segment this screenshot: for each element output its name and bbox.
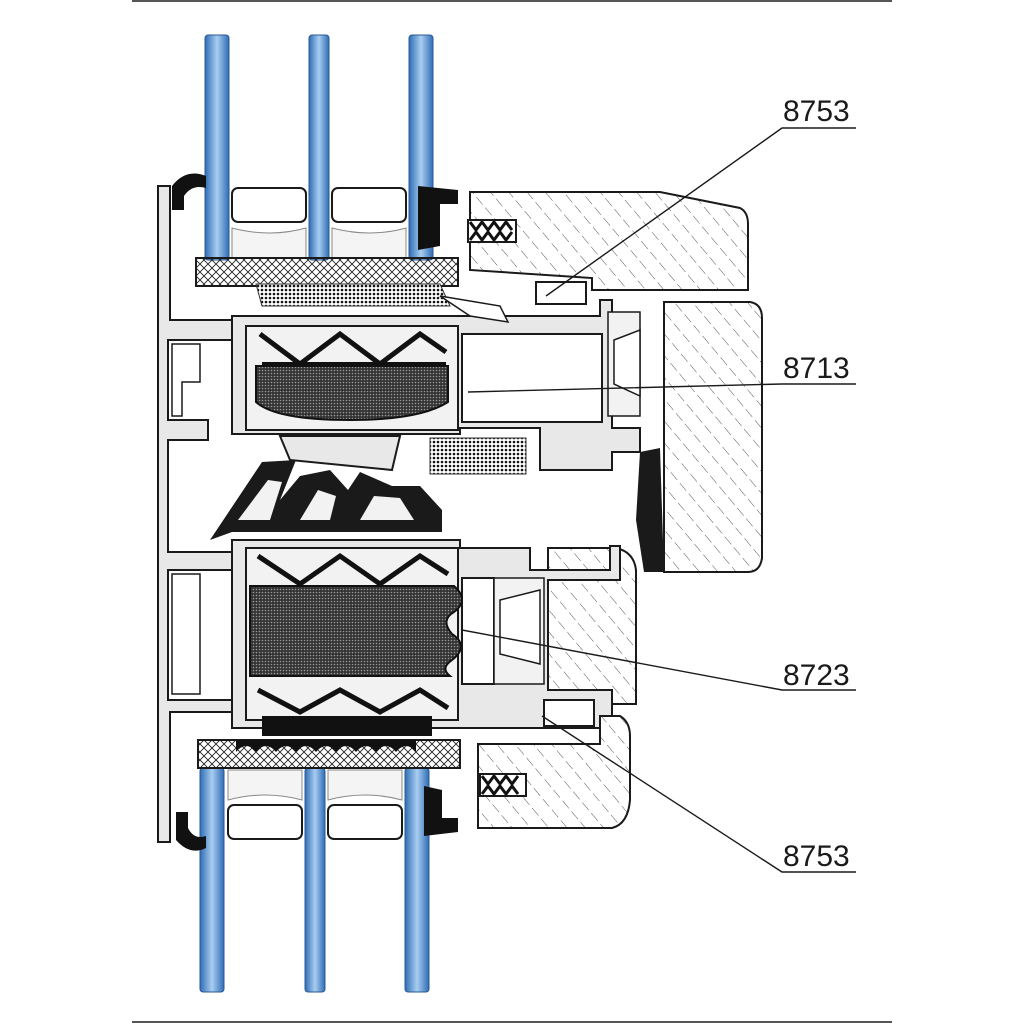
upper-anchor-plug bbox=[467, 219, 517, 243]
callout-leaders bbox=[461, 127, 856, 873]
leader-8723 bbox=[461, 629, 856, 691]
lower-insulation-core bbox=[245, 547, 463, 721]
leader-top-8753 bbox=[545, 127, 856, 297]
upper-foam-strip bbox=[255, 283, 451, 307]
glazing-gaskets bbox=[172, 173, 458, 851]
outer-frame-chamber bbox=[171, 343, 201, 417]
right-wood-cladding bbox=[663, 301, 763, 573]
upper-sash-wedge bbox=[613, 328, 641, 398]
upper-sash-chamber bbox=[461, 333, 603, 423]
upper-wood-cladding bbox=[469, 191, 749, 291]
central-bridge bbox=[278, 435, 402, 472]
leader-8713 bbox=[467, 383, 856, 393]
outer-frame-lower-chamber bbox=[171, 573, 201, 695]
lower-wood-cladding bbox=[477, 715, 631, 829]
lower-glass-spacers bbox=[227, 769, 403, 840]
right-seal-strip bbox=[636, 448, 664, 572]
lower-seal-row bbox=[262, 716, 432, 736]
upper-foam-block bbox=[429, 437, 527, 475]
lower-seal-beads bbox=[236, 740, 416, 752]
lower-sash-groove bbox=[543, 699, 595, 727]
upper-sealant-block bbox=[195, 257, 459, 287]
lower-sash-wedge bbox=[499, 589, 541, 665]
central-gasket-inner bbox=[238, 480, 414, 520]
callout-top-8753: 8753 bbox=[783, 95, 850, 128]
callout-bottom-8753: 8753 bbox=[783, 840, 850, 873]
upper-glass-spacers bbox=[231, 187, 407, 259]
upper-insulation-core bbox=[245, 325, 459, 431]
upper-glass-panes bbox=[204, 34, 434, 261]
lower-anchor-plug bbox=[479, 773, 527, 797]
lower-glass-panes bbox=[199, 767, 430, 993]
upper-groove bbox=[535, 281, 587, 305]
leader-bottom-8753 bbox=[541, 715, 856, 873]
callout-8713: 8713 bbox=[783, 352, 850, 385]
callout-8723: 8723 bbox=[783, 659, 850, 692]
upper-drip-seal bbox=[439, 295, 510, 323]
